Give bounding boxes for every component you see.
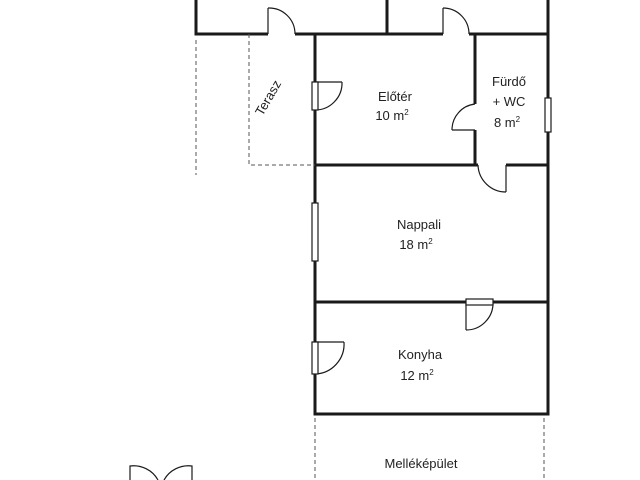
window-nappali [311, 202, 319, 262]
room-area-nappali: 18 m2 [399, 237, 433, 252]
room-name-furdo-2: + WC [493, 94, 526, 109]
room-name-terasz: Terasz [252, 77, 284, 118]
room-name-nappali: Nappali [397, 217, 441, 232]
door-upper-right[interactable] [442, 7, 470, 37]
room-area-eloter: 10 m2 [375, 108, 409, 123]
annex-outline [314, 418, 545, 480]
door-eloter-terasz[interactable] [311, 81, 343, 111]
gate-icon [129, 465, 193, 480]
door-konyha-nappali[interactable] [465, 298, 494, 331]
room-area-furdo: 8 m2 [494, 115, 521, 130]
room-name-mellekepulet: Melléképület [385, 456, 458, 471]
door-furdo[interactable] [451, 103, 478, 131]
upper-rooms-walls [194, 0, 550, 36]
window-furdo [544, 97, 552, 133]
door-nappali[interactable] [477, 162, 507, 193]
door-konyha-outside[interactable] [311, 341, 345, 375]
door-upper-left[interactable] [267, 7, 296, 37]
room-name-konyha: Konyha [398, 347, 443, 362]
room-name-eloter: Előtér [378, 89, 413, 104]
room-area-konyha: 12 m2 [400, 368, 434, 383]
terrace-outline [248, 34, 315, 166]
room-name-furdo-1: Fürdő [492, 74, 526, 89]
